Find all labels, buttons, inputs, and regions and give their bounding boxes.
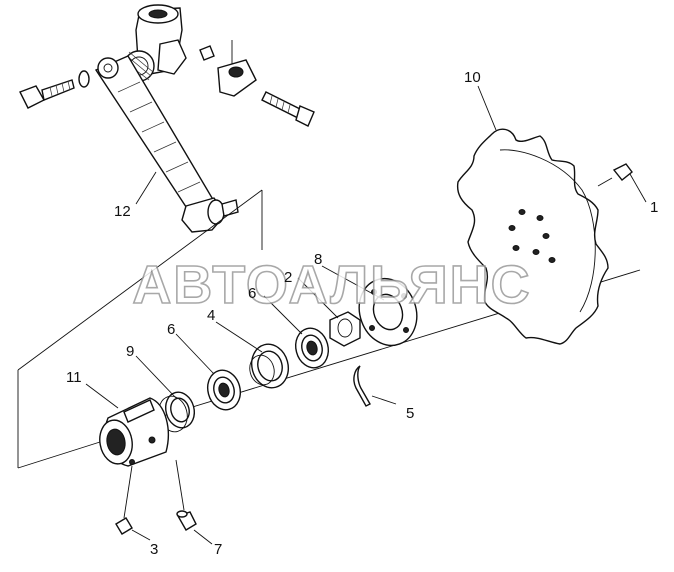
callout-4: 4 (207, 307, 215, 324)
hub (99, 397, 169, 467)
callout-9: 9 (126, 343, 134, 360)
castle-nut (329, 311, 361, 347)
callout-3: 3 (150, 541, 158, 558)
flange (358, 277, 418, 347)
bolt (597, 163, 633, 187)
cotter-pin (353, 365, 371, 407)
bearing-lower (207, 369, 241, 411)
leader-lines (85, 85, 647, 545)
callout-1: 1 (650, 199, 658, 216)
callout-6-upper: 6 (248, 285, 256, 302)
notched-disc (456, 128, 609, 345)
arm-assembly (19, 4, 315, 233)
spacer-ring (158, 391, 196, 433)
plug (115, 465, 133, 535)
callout-11: 11 (66, 369, 82, 386)
bearing-upper (295, 327, 329, 369)
watermark-text: АВТОАЛЬЯНС (132, 255, 531, 315)
grease-fitting (175, 459, 197, 531)
callout-5: 5 (406, 405, 414, 422)
callout-7: 7 (214, 541, 222, 558)
callout-2: 2 (284, 269, 292, 286)
callout-12: 12 (114, 203, 131, 220)
callout-8: 8 (314, 251, 322, 268)
callout-6-lower: 6 (167, 321, 175, 338)
callout-10: 10 (464, 69, 481, 86)
seal-ring (249, 343, 289, 389)
